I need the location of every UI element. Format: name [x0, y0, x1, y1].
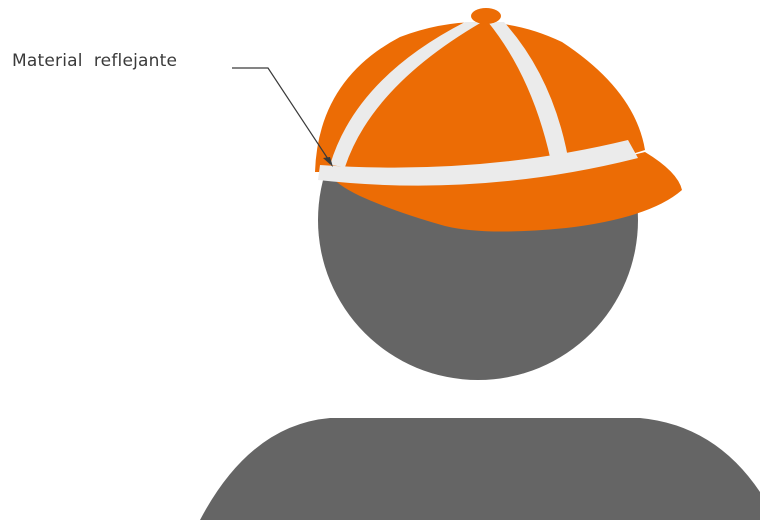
person-body [200, 418, 760, 520]
cap-icon [315, 8, 682, 232]
cap-button [471, 8, 501, 24]
leader-line [232, 68, 330, 162]
reflective-material-label: Material reflejante [12, 51, 177, 71]
